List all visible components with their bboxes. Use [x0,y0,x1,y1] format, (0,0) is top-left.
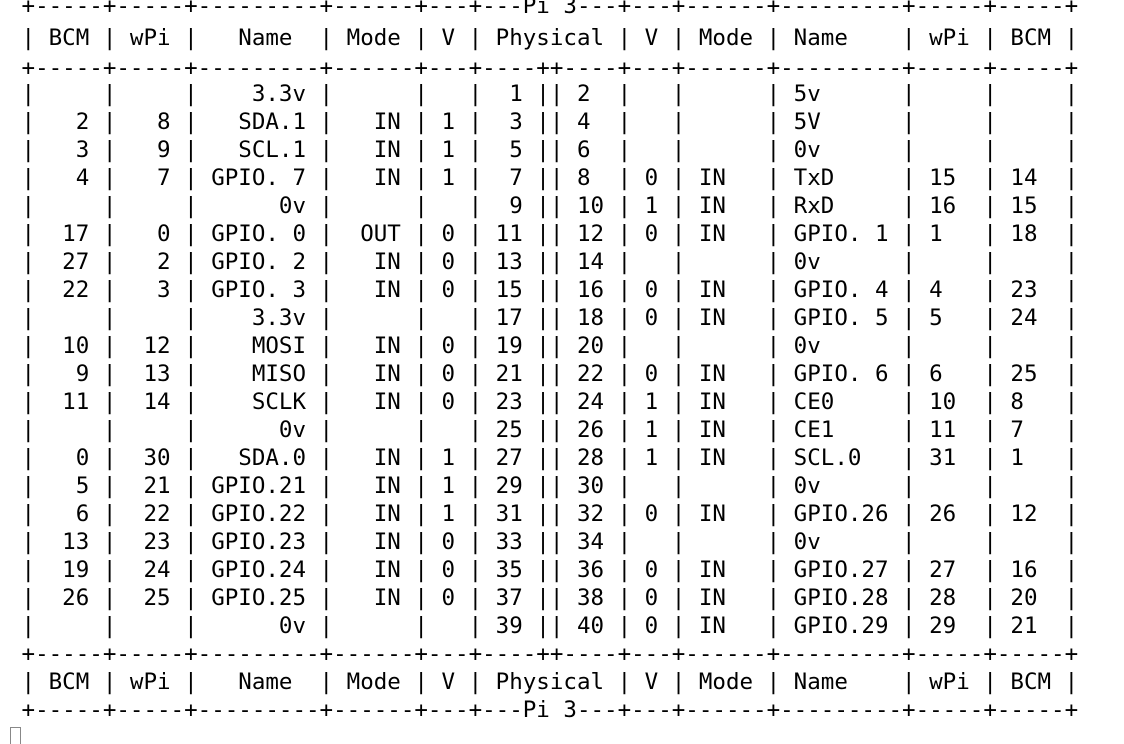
table-footer-row: | BCM | wPi | Name | Mode | V | Physical… [8,669,1079,695]
table-row: | 10 | 12 | MOSI | IN | 0 | 19 || 20 | |… [8,333,1079,359]
table-row: | 4 | 7 | GPIO. 7 | IN | 1 | 7 || 8 | 0 … [8,165,1079,191]
table-row: | 17 | 0 | GPIO. 0 | OUT | 0 | 11 || 12 … [8,221,1079,247]
table-row: | 22 | 3 | GPIO. 3 | IN | 0 | 15 || 16 |… [8,277,1079,303]
table-row: | 19 | 24 | GPIO.24 | IN | 0 | 35 || 36 … [8,557,1079,583]
table-row: | 27 | 2 | GPIO. 2 | IN | 0 | 13 || 14 |… [8,249,1079,275]
table-header-row: | BCM | wPi | Name | Mode | V | Physical… [8,25,1079,51]
cursor-icon [10,727,21,744]
prompt-line[interactable] [8,722,21,744]
table-row: | | | 0v | | | 25 || 26 | 1 | IN | CE1 |… [8,417,1079,443]
table-row: | | | 0v | | | 39 || 40 | 0 | IN | GPIO.… [8,613,1079,639]
table-border-top: +-----+-----+---------+------+---+---Pi … [8,0,1079,19]
table-row: | 6 | 22 | GPIO.22 | IN | 1 | 31 || 32 |… [8,501,1079,527]
table-row: | 26 | 25 | GPIO.25 | IN | 0 | 37 || 38 … [8,585,1079,611]
table-footer-separator: +-----+-----+---------+------+---+----++… [8,641,1079,667]
table-row: | 11 | 14 | SCLK | IN | 0 | 23 || 24 | 1… [8,389,1079,415]
table-row: | | | 3.3v | | | 1 || 2 | | | 5v | | | [8,81,1079,107]
table-row: | 0 | 30 | SDA.0 | IN | 1 | 27 || 28 | 1… [8,445,1079,471]
table-row: | 3 | 9 | SCL.1 | IN | 1 | 5 || 6 | | | … [8,137,1079,163]
table-row: | 13 | 23 | GPIO.23 | IN | 0 | 33 || 34 … [8,529,1079,555]
table-row: | 9 | 13 | MISO | IN | 0 | 21 || 22 | 0 … [8,361,1079,387]
table-row: | 5 | 21 | GPIO.21 | IN | 1 | 29 || 30 |… [8,473,1079,499]
table-header-separator: +-----+-----+---------+------+---+----++… [8,55,1079,81]
table-border-bottom: +-----+-----+---------+------+---+---Pi … [8,697,1079,723]
table-row: | | | 0v | | | 9 || 10 | 1 | IN | RxD | … [8,193,1079,219]
table-row: | | | 3.3v | | | 17 || 18 | 0 | IN | GPI… [8,305,1079,331]
table-row: | 2 | 8 | SDA.1 | IN | 1 | 3 || 4 | | | … [8,109,1079,135]
